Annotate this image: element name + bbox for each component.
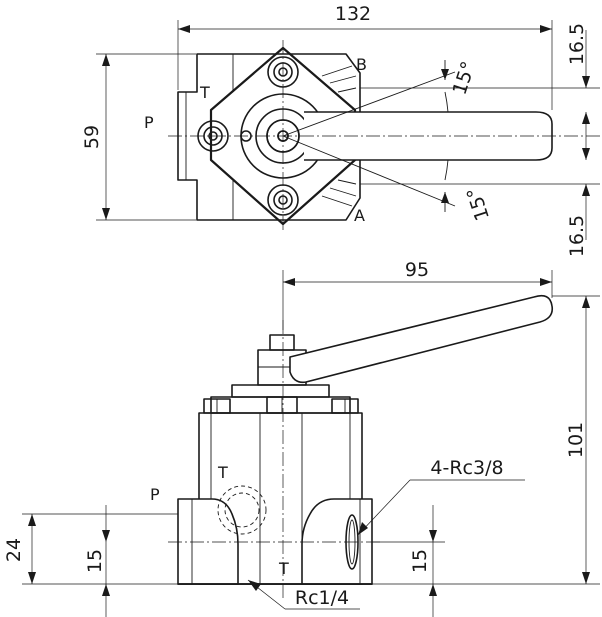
top-view-angle-arc-top	[444, 91, 449, 113]
dim-16-5-arrow	[582, 184, 590, 196]
dim-15-right-arrow	[429, 530, 437, 542]
dim-16-5-arrow	[582, 148, 590, 160]
front-view-hidden-port-t	[217, 485, 267, 535]
dim-15-left-arrow	[102, 584, 110, 596]
dim-101-arrow	[582, 296, 590, 308]
front-view-top-plate	[231, 384, 330, 398]
dim-15-left-arrow	[102, 530, 110, 542]
dim-132-label: 132	[335, 3, 371, 25]
callout-bottom-port-label: Rc1/4	[295, 587, 349, 609]
dim-101-arrow	[582, 572, 590, 584]
dim-16-5-arrow	[582, 76, 590, 88]
dim-132-arrow	[540, 25, 552, 33]
dim-16-5-arrow	[582, 112, 590, 124]
top-view-body-outline	[177, 53, 361, 221]
dim-95-arrow	[283, 278, 295, 286]
angle-15-top-label: 15°	[449, 59, 480, 98]
top-view: 132 59 16.5 16.5 15° 15° B A P T	[81, 3, 600, 257]
front-port-label-p: P	[150, 485, 160, 504]
dim-16-5-bottom-label: 16.5	[566, 215, 588, 257]
front-view-right-boss	[301, 498, 373, 585]
dim-95-label: 95	[405, 259, 429, 281]
dim-24-arrow	[28, 572, 36, 584]
front-view-lever	[289, 294, 554, 384]
top-view-angle-line-bottom	[282, 135, 456, 207]
front-view-stem-nut	[269, 334, 295, 351]
top-view-angle-line-top	[282, 71, 456, 137]
port-label-a: A	[354, 206, 365, 225]
front-view-cover-plate	[210, 396, 351, 414]
port-label-t: T	[199, 83, 210, 102]
dim-15-right-label: 15	[409, 549, 431, 573]
callout-side-ports-arrow	[358, 522, 368, 535]
dim-132-arrow	[178, 25, 190, 33]
port-label-p: P	[144, 113, 154, 132]
dim-59-label: 59	[81, 125, 103, 149]
front-port-label-t-upper: T	[217, 463, 228, 482]
callout-bottom-port-arrow	[248, 580, 261, 591]
angle-15-bottom-label: 15°	[463, 184, 494, 223]
top-view-plate-edge-lines	[321, 65, 357, 207]
dim-16-5-top-label: 16.5	[566, 23, 588, 65]
front-view: 95 101 24 15 15 P T T 4-Rc3/8 Rc1/4	[3, 259, 600, 617]
callout-side-ports-leader	[357, 479, 411, 536]
top-view-angle-arc-bottom	[444, 159, 449, 181]
dim-24-arrow	[28, 514, 36, 526]
front-view-port-p-boss	[177, 498, 239, 585]
front-view-hidden-port-t-inner	[224, 492, 260, 528]
dim-24-label: 24	[3, 538, 25, 562]
callout-side-ports-label: 4-Rc3/8	[430, 457, 503, 479]
dim-95-arrow	[540, 278, 552, 286]
dim-59-arrow	[102, 54, 110, 66]
dim-101-label: 101	[565, 422, 587, 458]
port-label-b: B	[356, 55, 367, 74]
front-port-label-t-lower: T	[278, 559, 289, 578]
dim-15-right-arrow	[429, 584, 437, 596]
dim-15-left-label: 15	[84, 549, 106, 573]
dim-59-arrow	[102, 208, 110, 220]
